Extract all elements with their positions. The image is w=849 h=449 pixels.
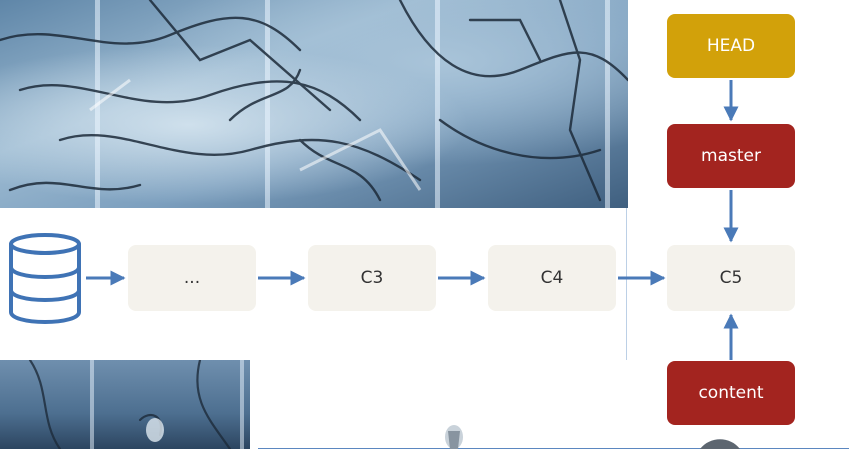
- commit-label: C3: [360, 268, 384, 288]
- background-sketch-bottom-left: [0, 360, 250, 449]
- commit-label: C4: [540, 268, 564, 288]
- ref-label: master: [701, 146, 761, 166]
- branch-master: master: [667, 124, 795, 188]
- divider-line: [626, 208, 627, 360]
- database-icon: [9, 233, 81, 324]
- background-sketch-top: [0, 0, 628, 208]
- commit-label: C5: [719, 268, 743, 288]
- ref-label: HEAD: [706, 36, 756, 56]
- commit-c4: C4: [488, 245, 616, 311]
- commit-c3: C3: [308, 245, 436, 311]
- branch-content: content: [667, 361, 795, 425]
- commit-c5: C5: [667, 245, 795, 311]
- background-figure-1: [445, 425, 463, 449]
- background-figure-2: [700, 439, 740, 449]
- commit-ellipsis: ...: [128, 245, 256, 311]
- commit-label: ...: [183, 268, 201, 288]
- ref-label: content: [698, 383, 764, 403]
- ref-head: HEAD: [667, 14, 795, 78]
